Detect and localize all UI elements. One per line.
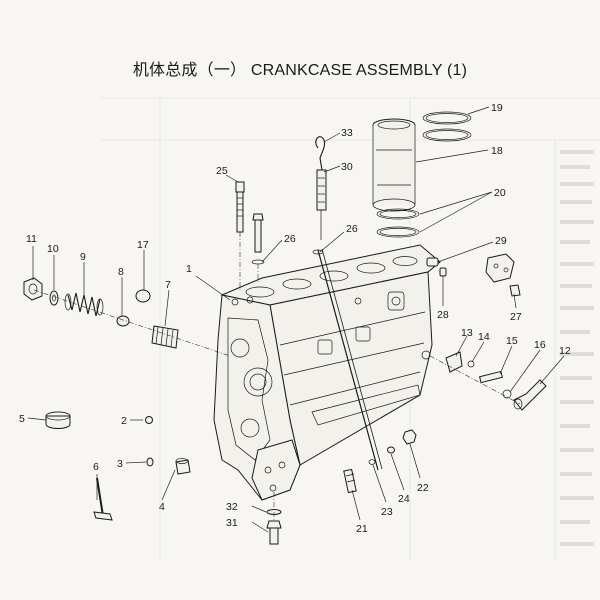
head-stud — [235, 181, 245, 290]
bracket-27 — [485, 253, 521, 297]
callout-5: 5 — [19, 413, 25, 425]
nut-22 — [402, 429, 417, 445]
callout-10: 10 — [47, 243, 59, 255]
callout-29: 29 — [495, 235, 507, 247]
page-title: 机体总成（一） CRANKCASE ASSEMBLY (1) — [132, 62, 468, 79]
callout-11: 11 — [26, 233, 37, 245]
seal-rings-top — [422, 111, 472, 142]
callout-2: 2 — [121, 415, 127, 427]
callout-32: 32 — [226, 501, 238, 513]
plug-29 — [426, 257, 439, 267]
washer-10 — [49, 290, 59, 306]
cylinder-liner — [372, 118, 416, 212]
oil-dipstick — [315, 136, 327, 240]
callout-9: 9 — [80, 251, 86, 263]
drain-plug-31 — [266, 520, 282, 545]
nut — [23, 277, 43, 301]
spring-9 — [64, 292, 104, 317]
head-bolt — [251, 213, 265, 282]
cap-17 — [135, 289, 151, 303]
callout-26-right: 26 — [346, 223, 358, 235]
callout-12: 12 — [559, 345, 571, 357]
callout-3: 3 — [117, 458, 123, 470]
callout-26-left: 26 — [284, 233, 296, 245]
callout-22: 22 — [417, 482, 429, 494]
callout-4: 4 — [159, 501, 165, 513]
bolt-15 — [478, 370, 504, 384]
callout-33: 33 — [341, 127, 353, 139]
plug-3 — [146, 457, 154, 467]
callout-18: 18 — [491, 145, 503, 157]
callout-15: 15 — [506, 335, 518, 347]
callout-30: 30 — [341, 161, 353, 173]
callout-24: 24 — [398, 493, 410, 505]
callout-1: 1 — [186, 263, 192, 275]
washer-14 — [467, 360, 475, 368]
leader-lines — [27, 106, 565, 533]
plug-8 — [116, 315, 130, 327]
plug-2 — [145, 416, 153, 424]
right-axis-line — [429, 355, 521, 405]
callout-27: 27 — [510, 311, 522, 323]
relief-valve-7 — [151, 325, 179, 349]
stud-6 — [93, 477, 113, 521]
bushing-5 — [45, 411, 71, 429]
callout-21: 21 — [356, 523, 368, 535]
callout-labels: 1 2 3 4 5 6 7 8 9 10 11 12 13 14 15 16 1… — [19, 102, 571, 535]
callout-14: 14 — [478, 331, 490, 343]
callout-16: 16 — [534, 339, 546, 351]
washer-26 — [312, 249, 324, 255]
callout-8: 8 — [118, 266, 124, 278]
ring-23 — [368, 459, 376, 465]
callout-7: 7 — [165, 279, 171, 291]
seal-rings-bottom — [376, 208, 420, 238]
callout-19: 19 — [491, 102, 503, 114]
callout-23: 23 — [381, 506, 393, 518]
elbow-12 — [513, 379, 547, 411]
callout-13: 13 — [461, 327, 473, 339]
callout-28: 28 — [437, 309, 449, 321]
callout-31: 31 — [226, 517, 238, 529]
callout-25: 25 — [216, 165, 228, 177]
left-axis-line — [33, 289, 231, 357]
callout-17: 17 — [137, 239, 149, 251]
dipstick-tube — [317, 248, 383, 471]
callout-6: 6 — [93, 461, 99, 473]
washer-24 — [387, 446, 395, 454]
cup-plug-4 — [175, 458, 191, 475]
pin-28 — [439, 267, 447, 277]
callout-20: 20 — [494, 187, 506, 199]
fitting-21 — [343, 468, 357, 494]
crankcase-block — [213, 244, 441, 501]
seal-16 — [502, 389, 512, 399]
